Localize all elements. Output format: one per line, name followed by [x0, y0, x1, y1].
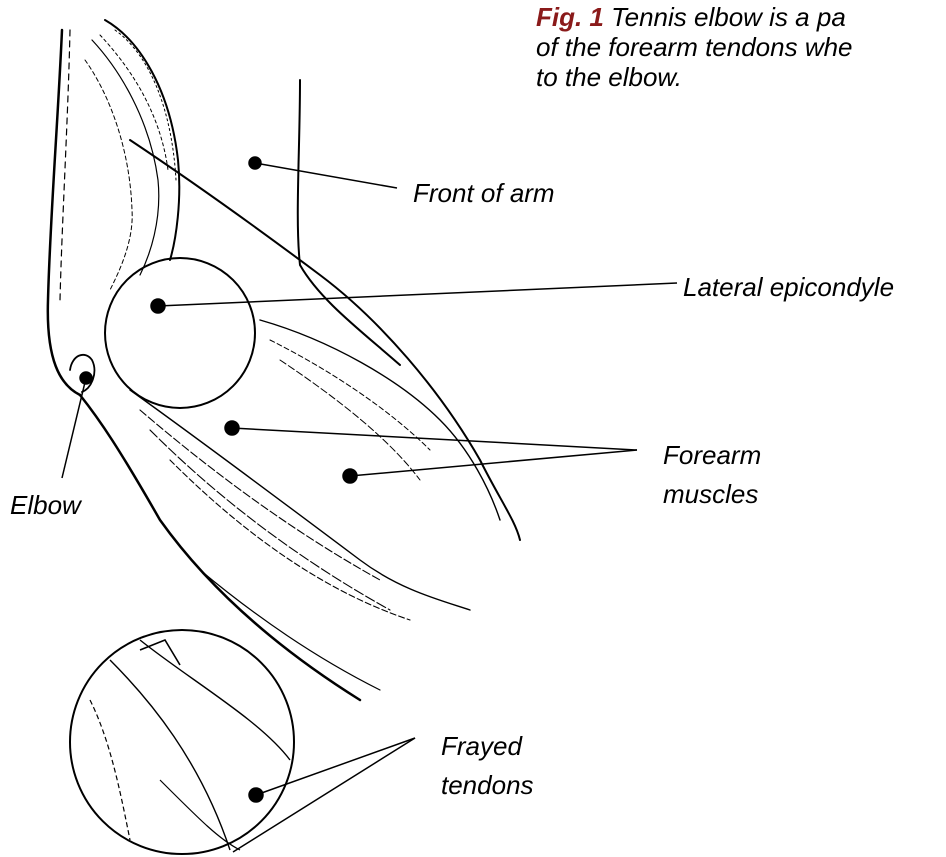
label-forearm-muscles-line1: Forearm: [663, 440, 761, 470]
caption-line-2: of the forearm tendons whe: [536, 32, 853, 62]
figure-caption: Fig. 1 Tennis elbow is a pa of the forea…: [536, 2, 946, 92]
magnified-tendon-inset: [70, 630, 294, 854]
epicondyle-circle: [105, 258, 255, 408]
figure-label: Fig. 1: [536, 2, 604, 32]
caption-line-1: Tennis elbow is a pa: [611, 2, 846, 32]
label-frayed-tendons-line1: Frayed: [441, 731, 522, 761]
leader-lines: [62, 157, 677, 852]
label-front-of-arm: Front of arm: [413, 178, 555, 208]
label-elbow: Elbow: [10, 490, 81, 520]
label-forearm-muscles-line2: muscles: [663, 479, 758, 509]
caption-line-3: to the elbow.: [536, 62, 682, 92]
arm-anatomy-drawing: [48, 20, 520, 700]
label-lateral-epicondyle: Lateral epicondyle: [683, 272, 894, 302]
label-frayed-tendons-line2: tendons: [441, 770, 534, 800]
